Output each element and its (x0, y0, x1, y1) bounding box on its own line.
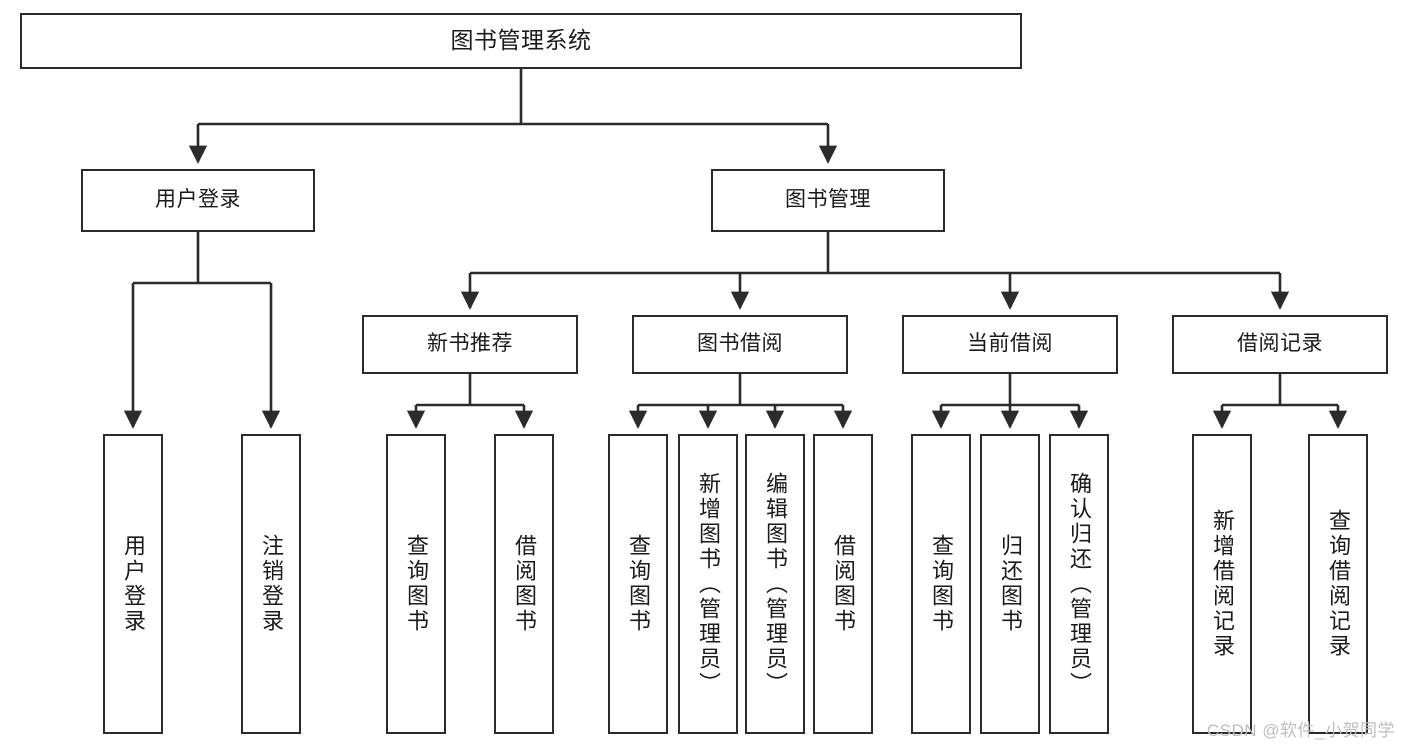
leaf-borrow-query-book-label: 查询图书 (626, 534, 651, 634)
node-root[interactable]: 图书管理系统 (20, 13, 1022, 69)
leaf-borrow-add-book-label: 新增图书（管理员） (696, 471, 721, 697)
leaf-record-query-record-label: 查询借阅记录 (1326, 509, 1351, 659)
leaf-borrow-edit-book-label: 编辑图书（管理员） (763, 471, 788, 697)
node-current-borrow[interactable]: 当前借阅 (902, 315, 1118, 374)
node-book-borrow-label: 图书借阅 (697, 332, 783, 356)
leaf-current-query-book-label: 查询图书 (929, 534, 954, 634)
leaf-record-query-record[interactable]: 查询借阅记录 (1308, 434, 1368, 734)
leaf-borrow-edit-book[interactable]: 编辑图书（管理员） (745, 434, 805, 734)
node-book-borrow[interactable]: 图书借阅 (632, 315, 848, 374)
leaf-user-login-logout-label: 注销登录 (259, 534, 284, 634)
node-user-login-label: 用户登录 (155, 188, 241, 212)
node-new-book-recommend-label: 新书推荐 (427, 332, 513, 356)
leaf-current-query-book[interactable]: 查询图书 (911, 434, 971, 734)
node-user-login[interactable]: 用户登录 (81, 169, 315, 232)
leaf-recommend-query-book[interactable]: 查询图书 (386, 434, 446, 734)
leaf-borrow-query-book[interactable]: 查询图书 (608, 434, 668, 734)
leaf-current-confirm-return-label: 确认归还（管理员） (1067, 471, 1092, 697)
leaf-user-login-login[interactable]: 用户登录 (103, 434, 163, 734)
leaf-recommend-query-book-label: 查询图书 (404, 534, 429, 634)
node-root-label: 图书管理系统 (450, 27, 592, 54)
node-borrow-record-label: 借阅记录 (1237, 332, 1323, 356)
leaf-borrow-borrow-book[interactable]: 借阅图书 (813, 434, 873, 734)
node-current-borrow-label: 当前借阅 (967, 332, 1053, 356)
leaf-borrow-borrow-book-label: 借阅图书 (831, 534, 856, 634)
leaf-recommend-borrow-book[interactable]: 借阅图书 (494, 434, 554, 734)
leaf-borrow-add-book[interactable]: 新增图书（管理员） (678, 434, 738, 734)
leaf-current-return-book-label: 归还图书 (998, 534, 1023, 634)
node-book-management-label: 图书管理 (785, 188, 871, 212)
node-book-management[interactable]: 图书管理 (711, 169, 945, 232)
leaf-record-add-record[interactable]: 新增借阅记录 (1192, 434, 1252, 734)
leaf-recommend-borrow-book-label: 借阅图书 (512, 534, 537, 634)
leaf-current-confirm-return[interactable]: 确认归还（管理员） (1049, 434, 1109, 734)
leaf-current-return-book[interactable]: 归还图书 (980, 434, 1040, 734)
csdn-watermark: CSDN @软件_小贺同学 (1206, 721, 1395, 740)
leaf-user-login-login-label: 用户登录 (121, 534, 146, 634)
leaf-record-add-record-label: 新增借阅记录 (1210, 509, 1235, 659)
leaf-user-login-logout[interactable]: 注销登录 (241, 434, 301, 734)
node-borrow-record[interactable]: 借阅记录 (1172, 315, 1388, 374)
node-new-book-recommend[interactable]: 新书推荐 (362, 315, 578, 374)
